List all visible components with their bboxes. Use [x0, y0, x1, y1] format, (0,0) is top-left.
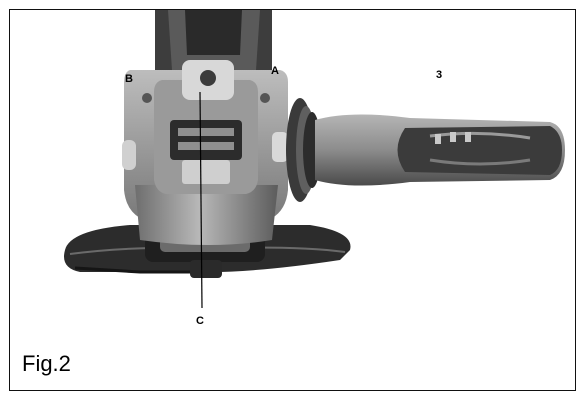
front-switch-panel — [154, 60, 258, 194]
figure-caption: Fig.2 — [22, 351, 71, 376]
callout-a: A — [271, 65, 279, 77]
spindle-lock-button — [122, 140, 136, 170]
side-handle-grip — [315, 114, 565, 186]
callout-c: C — [196, 315, 204, 327]
figure-frame: B A C 3 Fig.2 — [9, 9, 576, 391]
callout-b: B — [125, 73, 133, 85]
angle-grinder-illustration: B A C 3 — [64, 10, 565, 327]
callout-handle: 3 — [436, 69, 442, 81]
callout-c-leader — [199, 91, 203, 309]
handle-mount-a — [272, 132, 288, 162]
